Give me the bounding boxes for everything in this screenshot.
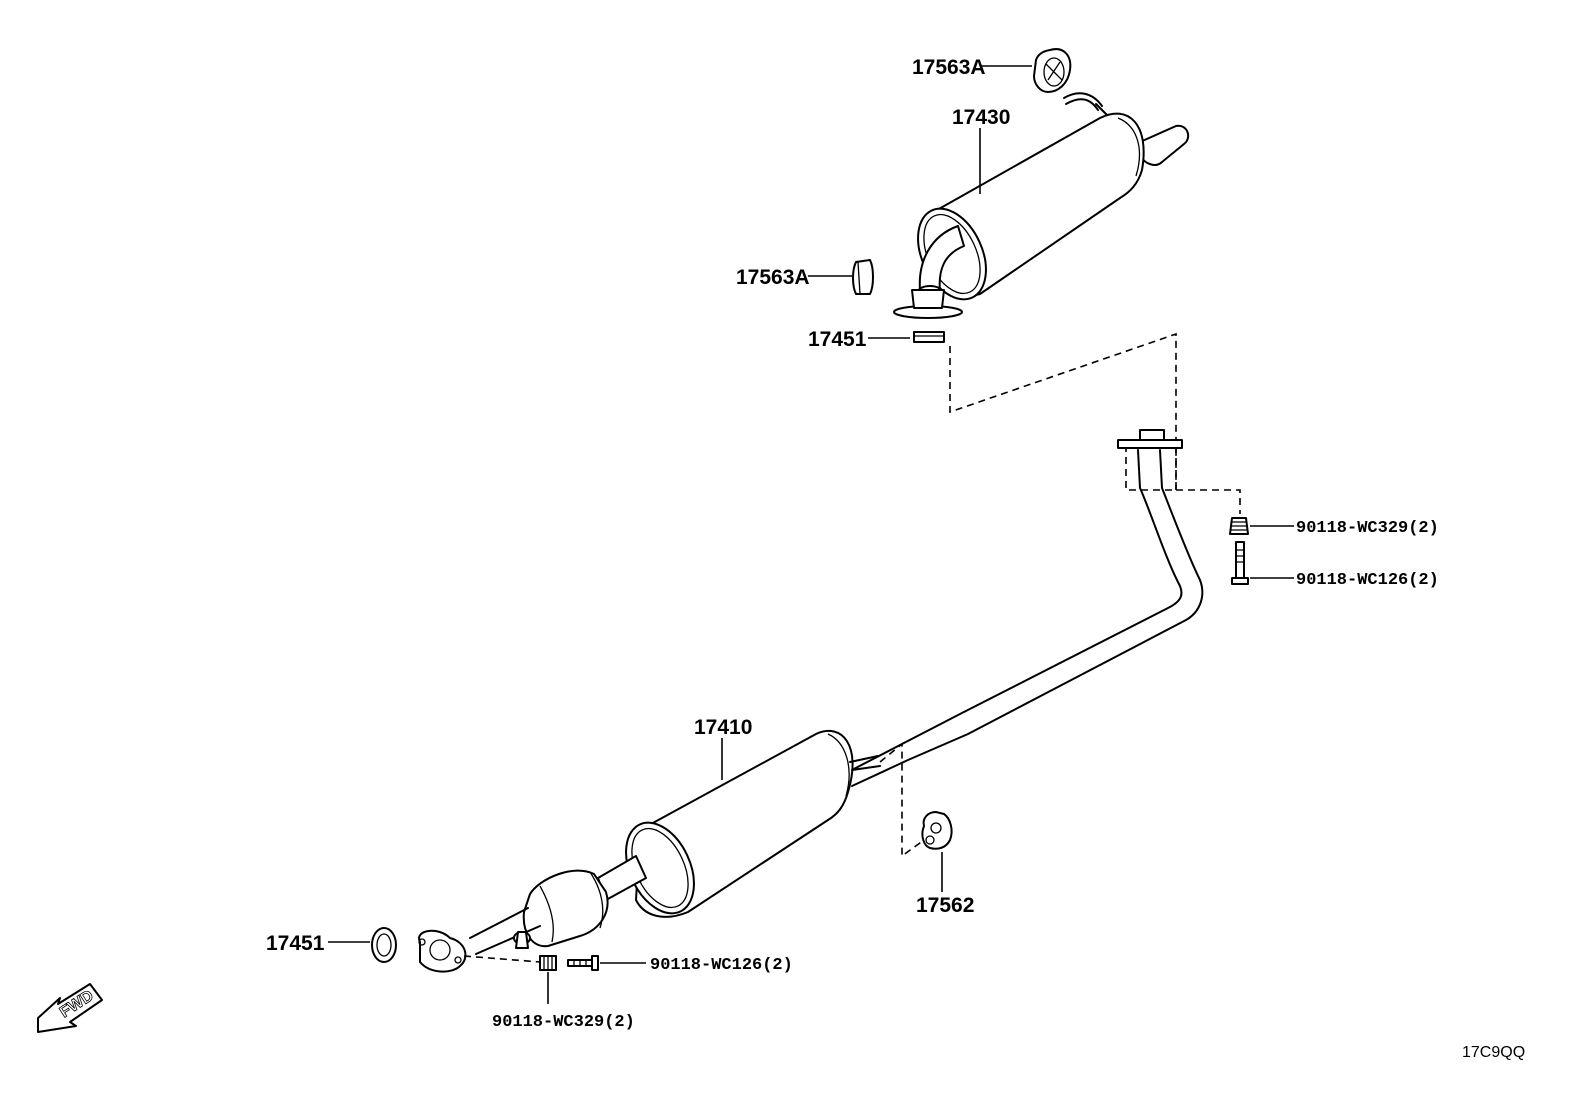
front-gasket-part[interactable] — [371, 927, 397, 963]
tail-connection-dashed-line — [949, 332, 1177, 490]
rear-bolt-label: 90118-WC126(2) — [1296, 571, 1439, 590]
front-nut-part[interactable] — [539, 955, 557, 971]
fwd-arrow-icon: FWD — [37, 983, 103, 1033]
tail-muffler-label: 17430 — [952, 106, 1010, 129]
muffler-hanger-label: 17563A — [736, 266, 810, 289]
center-pipe-part[interactable] — [418, 429, 1204, 973]
muffler-hanger-part[interactable] — [852, 259, 874, 295]
rear-bolt-part[interactable] — [1231, 541, 1249, 585]
pipe-support-part[interactable] — [921, 811, 953, 850]
support-dashed-line — [879, 742, 925, 858]
rear-nut-dashed-line — [1176, 489, 1241, 514]
tail-gasket-part[interactable] — [913, 331, 945, 343]
front-nut-label: 90118-WC329(2) — [492, 1013, 635, 1032]
diagram-code: 17C9QQ — [1462, 1044, 1525, 1061]
rear-nut-label: 90118-WC329(2) — [1296, 519, 1439, 538]
tail-hanger-part[interactable] — [1033, 48, 1072, 93]
tail-gasket-label: 17451 — [808, 328, 867, 351]
pipe-support-label: 17562 — [916, 894, 974, 917]
center-pipe-label: 17410 — [694, 716, 752, 739]
rear-nut-part[interactable] — [1229, 517, 1249, 535]
front-bolt-part[interactable] — [567, 955, 599, 971]
front-connection-dashed-line — [463, 955, 548, 963]
front-gasket-label: 17451 — [266, 932, 325, 955]
tail-hanger-label: 17563A — [912, 56, 986, 79]
front-bolt-label: 90118-WC126(2) — [650, 956, 793, 975]
tail-muffler-part[interactable] — [893, 92, 1190, 319]
